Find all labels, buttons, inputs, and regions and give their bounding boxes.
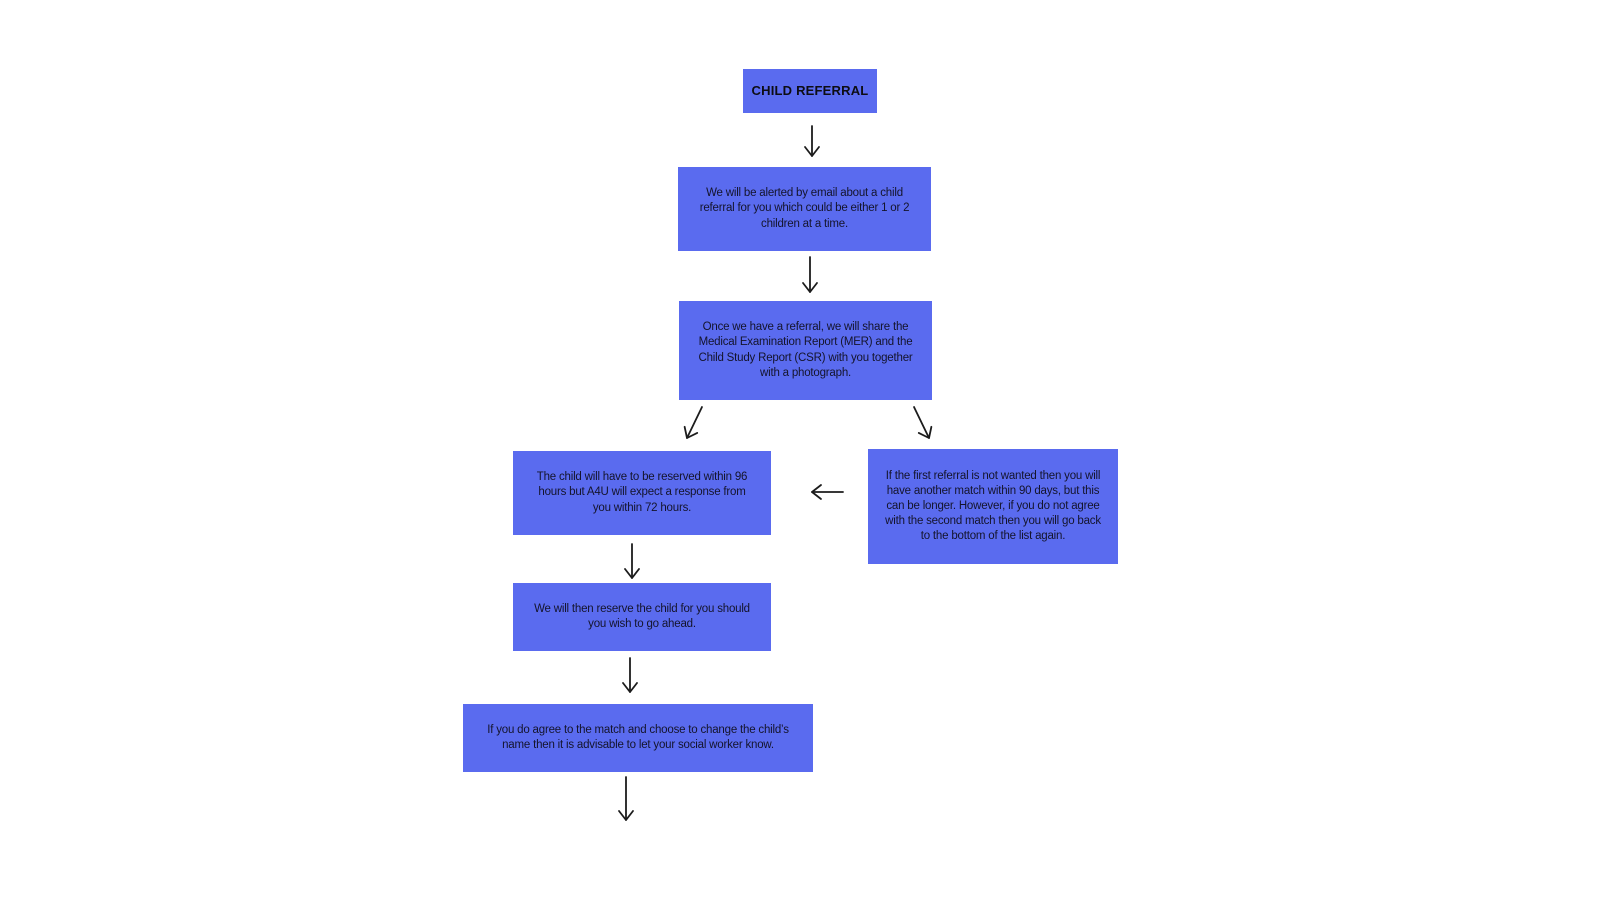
arrow-share-reports-to-reserve-window xyxy=(683,406,703,439)
node-reserve-window: The child will have to be reserved withi… xyxy=(513,451,771,535)
node-email-alert: We will be alerted by email about a chil… xyxy=(678,167,931,251)
node-second-match: If the first referral is not wanted then… xyxy=(868,449,1118,564)
node-reserve-child: We will then reserve the child for you s… xyxy=(513,583,771,651)
node-share-reports: Once we have a referral, we will share t… xyxy=(679,301,932,400)
node-name-change: If you do agree to the match and choose … xyxy=(463,704,813,772)
node-child-referral-title: CHILD REFERRAL xyxy=(743,69,877,113)
arrow-share-reports-to-second-match xyxy=(913,406,933,439)
